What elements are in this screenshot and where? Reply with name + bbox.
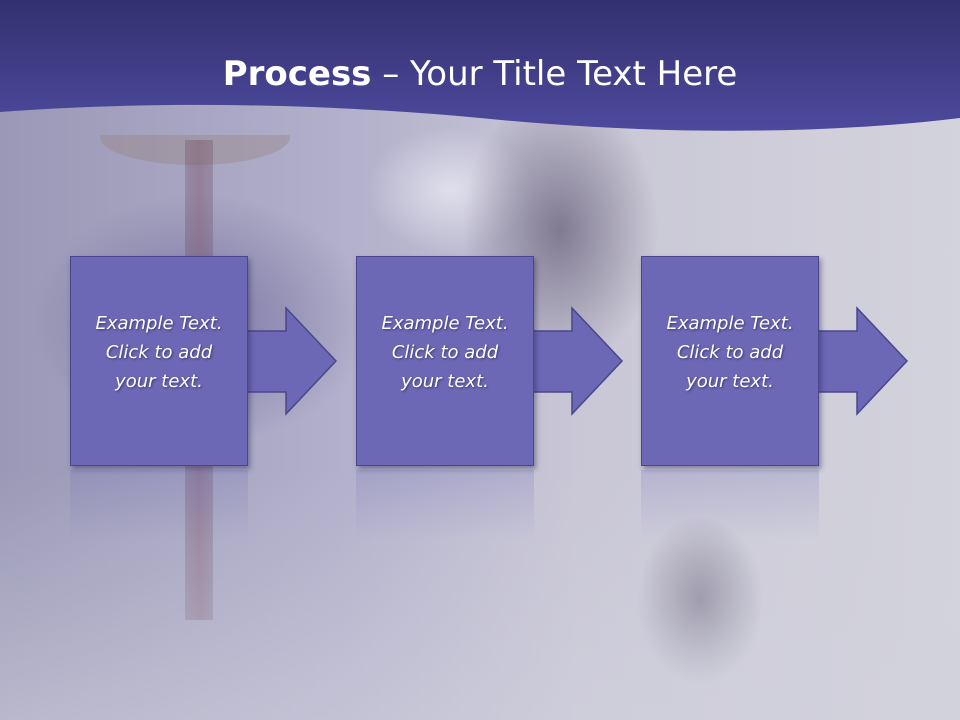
step-1-arrow[interactable] <box>243 306 340 418</box>
step-3-line-1: Example Text. <box>666 313 794 334</box>
slide-title[interactable]: Process – Your Title Text Here <box>0 52 960 96</box>
step-2-text[interactable]: Example Text. Click to add your text. <box>357 309 533 396</box>
step-1-line-2: Click to add <box>105 342 213 363</box>
step-1-reflection <box>70 470 248 540</box>
step-1-line-1: Example Text. <box>95 313 223 334</box>
header-band <box>0 0 960 131</box>
step-1-box[interactable]: Example Text. Click to add your text. <box>70 256 248 466</box>
step-2-line-2: Click to add <box>391 342 499 363</box>
step-2-arrow[interactable] <box>529 306 626 418</box>
background-fade <box>0 470 960 720</box>
step-3-box[interactable]: Example Text. Click to add your text. <box>641 256 819 466</box>
step-2-box[interactable]: Example Text. Click to add your text. <box>356 256 534 466</box>
step-3-arrow[interactable] <box>814 306 911 418</box>
step-2-line-1: Example Text. <box>381 313 509 334</box>
slide-title-bold: Process <box>222 54 372 94</box>
step-3-line-2: Click to add <box>676 342 784 363</box>
step-1-text[interactable]: Example Text. Click to add your text. <box>71 309 247 396</box>
slide-title-rest: – Your Title Text Here <box>371 54 738 94</box>
step-1-line-3: your text. <box>115 371 203 392</box>
step-2-line-3: your text. <box>401 371 489 392</box>
step-3-text[interactable]: Example Text. Click to add your text. <box>642 309 818 396</box>
step-3-reflection <box>641 470 819 540</box>
step-3-line-3: your text. <box>686 371 774 392</box>
step-2-reflection <box>356 470 534 540</box>
